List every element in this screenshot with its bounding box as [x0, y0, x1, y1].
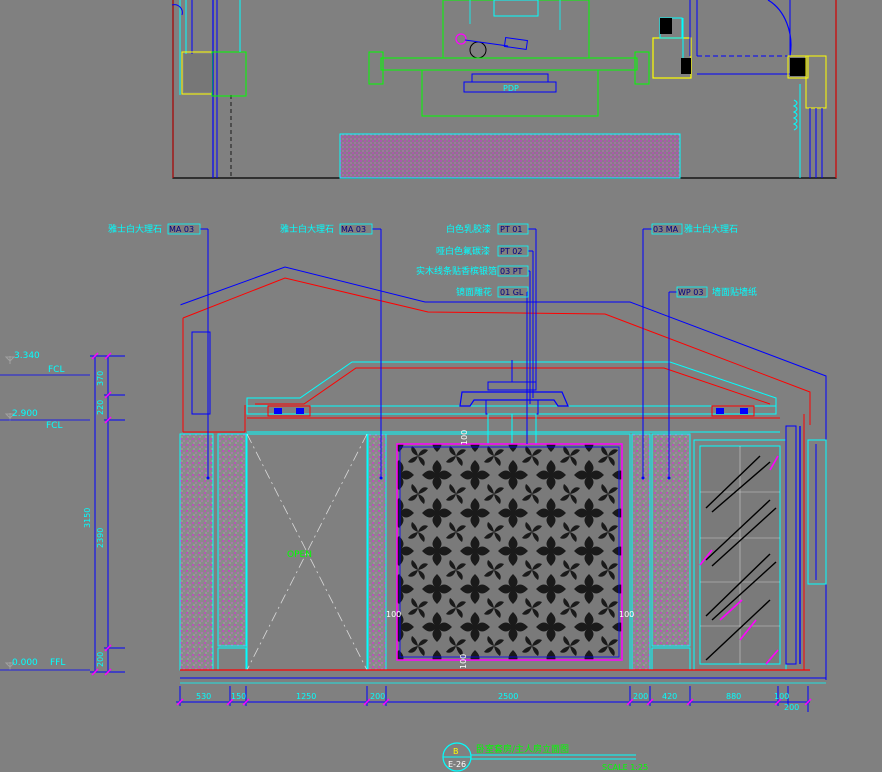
horizontal-dimensions: 530 150 1250 200 2500 200 420 880 100 20… — [176, 686, 812, 712]
title-scale: SCALE 1:25 — [602, 763, 648, 772]
callout-1-code: MA 03 — [341, 225, 366, 234]
hdim-420: 420 — [662, 692, 677, 701]
callout-4-text: 实木线条贴香槟银箔 — [416, 265, 497, 277]
inner-dim-right: 100 — [619, 610, 634, 619]
level-2-label: FFL — [50, 658, 65, 668]
hdim-530: 530 — [196, 692, 211, 701]
hdim-200-c: 200 — [784, 703, 799, 712]
level-1-value: 2.900 — [12, 409, 38, 419]
callout-2-code: PT 01 — [500, 225, 522, 234]
elevation-view: OPEN — [179, 263, 827, 684]
level-2-value: 0.000 — [12, 658, 38, 668]
floor-plan-view: PDP — [171, 0, 837, 179]
callout-3-text: 哑白色氟碳漆 — [436, 245, 490, 257]
inner-dim-left: 100 — [386, 610, 401, 619]
callout-3-code: PT 02 — [500, 247, 522, 256]
vdim-3150: 3150 — [83, 508, 92, 528]
callout-6-text: 雅士白大理石 — [684, 223, 738, 235]
callout-1-text: 雅士白大理石 — [280, 223, 334, 235]
level-markers: 3.340 FCL 2.900 FCL 0.000 FFL — [0, 351, 90, 671]
callout-6-code: 03 MA — [653, 225, 679, 234]
title-text: 卧室套房/主人房立面图 — [476, 743, 569, 755]
callout-5-code: 01 GL — [500, 288, 524, 297]
inner-dim-top: 100 — [460, 430, 469, 445]
door-open-label: OPEN — [287, 550, 312, 560]
callout-0-code: MA 03 — [169, 225, 194, 234]
pdp-label: PDP — [503, 84, 519, 93]
hdim-1250: 1250 — [296, 692, 316, 701]
callout-0-text: 雅士白大理石 — [108, 223, 162, 235]
level-1-label: FCL — [46, 421, 62, 431]
hdim-880: 880 — [726, 692, 741, 701]
callout-2-text: 白色乳胶漆 — [446, 223, 491, 235]
vdim-200: 200 — [96, 652, 105, 667]
callouts: 雅士白大理石 MA 03 雅士白大理石 MA 03 白色乳胶漆 PT 01 哑白… — [108, 223, 757, 480]
title-letter: B — [453, 747, 459, 756]
callout-7-text: 墙面贴墙纸 — [712, 286, 757, 298]
vdim-220: 220 — [96, 400, 105, 415]
inner-dim-bottom: 100 — [459, 654, 468, 669]
hdim-2500: 2500 — [498, 692, 518, 701]
title-block: B E-26 卧室套房/主人房立面图 SCALE 1:25 — [442, 742, 648, 772]
title-sheet: E-26 — [448, 760, 466, 769]
vdim-2390: 2390 — [96, 528, 105, 548]
callout-7-code: WP 03 — [678, 288, 703, 297]
hdim-200-b: 200 — [633, 692, 648, 701]
hdim-100: 100 — [774, 692, 789, 701]
vdim-370: 370 — [96, 371, 105, 386]
callout-5-text: 镜面雕花 — [456, 286, 492, 298]
callout-4-code: 03 PT — [500, 267, 523, 276]
level-0-label: FCL — [48, 365, 64, 375]
vertical-dimensions: 370 220 2390 200 3150 — [83, 352, 125, 676]
hdim-150: 150 — [231, 692, 246, 701]
chandelier — [459, 360, 569, 445]
level-0-value: 3.340 — [14, 351, 40, 361]
hdim-200-a: 200 — [370, 692, 385, 701]
